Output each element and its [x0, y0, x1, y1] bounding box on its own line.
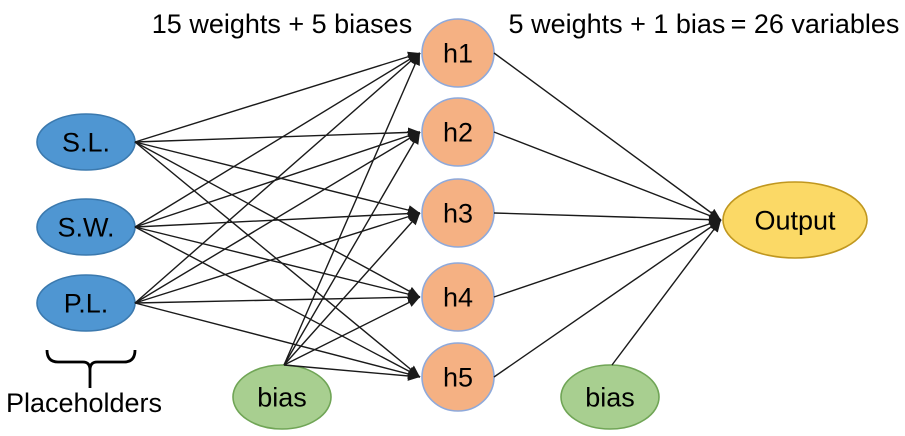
- edge-h3-out: [493, 212, 722, 225]
- edge-pl-h5: [134, 302, 421, 379]
- bias-ellipse: [232, 364, 332, 430]
- bias-label: bias: [257, 382, 307, 412]
- edge-sl-h5: [134, 141, 421, 378]
- node-input-sw: S.W.: [36, 198, 136, 256]
- edge-h4-out: [493, 219, 722, 298]
- edge-pl-h4: [134, 292, 421, 304]
- edge-sw-h2: [134, 131, 421, 228]
- edge-bias1-h5: [283, 364, 421, 381]
- input-label: P.L.: [64, 288, 109, 318]
- node-bias-hidden: bias: [232, 364, 332, 430]
- output-layer-caption: 5 weights + 1 bias: [509, 9, 726, 39]
- hidden-label: h3: [443, 198, 473, 228]
- edge-sw-h4: [134, 226, 421, 299]
- edge-bias1-h1: [283, 52, 421, 366]
- bias-label: bias: [585, 382, 635, 412]
- edge-sl-h2: [134, 127, 421, 143]
- output-ellipse: [722, 181, 868, 259]
- edge-bias1-h3: [283, 212, 421, 366]
- edge-bias1-h4: [283, 296, 421, 366]
- edge-sw-h3: [134, 208, 421, 228]
- edge-pl-h1: [134, 52, 421, 304]
- bias-nodes: bias bias: [232, 364, 660, 430]
- edge-sl-h1: [134, 51, 421, 143]
- edge-bias2-out: [611, 219, 722, 366]
- edge-sw-h1: [134, 52, 421, 228]
- hidden-label: h1: [443, 38, 473, 68]
- input-label: S.W.: [57, 212, 114, 242]
- input-label: S.L.: [62, 127, 110, 157]
- edge-pl-h3: [134, 211, 421, 304]
- hidden-layer: h1 h2 h3 h4 h5: [421, 18, 495, 412]
- edge-bias1-h2: [283, 131, 421, 366]
- edge-h2-out: [493, 131, 722, 221]
- node-hidden-h4: h4: [421, 262, 495, 332]
- output-label: Output: [754, 205, 836, 235]
- placeholders-label: Placeholders: [6, 388, 162, 418]
- node-input-sl: S.L.: [36, 113, 136, 171]
- node-hidden-h2: h2: [421, 97, 495, 167]
- node-hidden-h5: h5: [421, 342, 495, 412]
- edge-h5-out: [493, 219, 722, 378]
- node-hidden-h1: h1: [421, 18, 495, 88]
- hidden-layer-caption: 15 weights + 5 biases: [152, 9, 412, 39]
- bias-ellipse: [560, 364, 660, 430]
- node-hidden-h3: h3: [421, 178, 495, 248]
- hidden-label: h2: [443, 117, 473, 147]
- node-output: Output: [722, 181, 868, 259]
- hidden-label: h4: [443, 282, 473, 312]
- input-layer: S.L. S.W. P.L.: [36, 113, 136, 332]
- placeholders-brace: [45, 349, 137, 388]
- hidden-label: h5: [443, 362, 473, 392]
- total-variables-caption: = 26 variables: [731, 9, 900, 39]
- node-bias-output: bias: [560, 364, 660, 430]
- edge-lines: [134, 51, 722, 381]
- edge-sw-h5: [134, 226, 421, 378]
- edge-h1-out: [493, 52, 722, 221]
- node-input-pl: P.L.: [36, 274, 136, 332]
- edge-pl-h2: [134, 131, 421, 304]
